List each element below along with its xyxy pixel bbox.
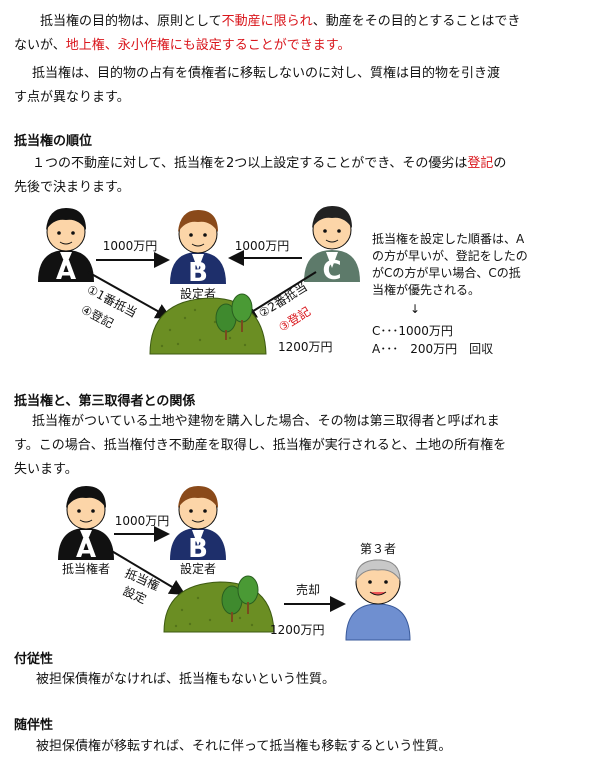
person-a-letter: A [56,256,76,286]
result-a: A･･･ 200万円 回収 [372,342,493,356]
intro-text: ないが、 [14,38,66,53]
intro-highlight: 地上権、永小作権にも設定することができます。 [65,38,351,53]
intro-paragraph-2: 抵当権は、目的物の占有を債権者に移転しないのに対し、質権は目的物を引き渡 す点が… [14,62,604,110]
intro-text: 抵当権は、目的物の占有を債権者に移転しないのに対し、質権は目的物を引き渡 [32,66,501,81]
land-value-1: 1200万円 [278,340,333,354]
person-b-letter: B [188,258,208,288]
intro-text: 、動産をその目的とすることはでき [312,14,521,29]
section-body-accessory: 被担保債権がなければ、抵当権もないという性質。 [14,668,604,692]
arrow-c-to-land [240,271,317,320]
person-b-label: 設定者 [180,286,216,301]
person-a-figure-2 [58,486,114,560]
person-a-figure [38,208,94,282]
body-highlight: 登記 [467,156,494,171]
body-text: 失います。 [14,462,78,477]
body-text: 被担保債権が移転すれば、それに伴って抵当権も移転するという性質。 [36,739,452,754]
third-party-label: 第３者 [360,542,396,556]
body-text: 被担保債権がなければ、抵当権もないという性質。 [36,672,336,687]
person-a-letter-2: A [76,534,96,564]
body-text: の [493,156,507,171]
land-parcel-1 [149,293,267,355]
section-body-ranking: １つの不動産に対して、抵当権を2つ以上設定することができ、その優劣は登記の 先後… [14,152,604,200]
person-c-figure [304,206,360,282]
arrow-a-to-land-2 [109,549,186,596]
person-b-letter-2: B [188,534,208,564]
priority-note-line: がCの方が早い場合、Cの抵 [372,265,521,280]
section-body-accompaniment: 被担保債権が移転すれば、それに伴って抵当権も移転するという性質。 [14,735,604,759]
person-c-letter: C [322,256,341,286]
person-a-label-2: 抵当権者 [62,561,110,576]
person-b-figure-2 [170,486,226,560]
body-text: 先後で決まります。 [14,180,130,195]
priority-note-line: 当権が優先される。 [372,282,480,297]
sale-label: 売却 [296,582,320,597]
amount-a-to-b-2: 1000万円 [115,514,170,528]
amount-c-to-b: 1000万円 [235,239,290,253]
priority-note-line: 抵当権を設定した順番は、A [372,231,525,246]
arrow-a-to-land [87,271,172,319]
section-heading-accessory: 付従性 [14,652,54,667]
land-parcel-2 [163,575,275,633]
priority-note-line: の方が早いが、登記をしたの [372,248,528,263]
section-heading-ranking: 抵当権の順位 [14,134,93,149]
body-text: す。この場合、抵当権付き不動産を取得し、抵当権が実行されると、土地の所有権を [14,438,507,453]
result-c: C･･･1000万円 [372,324,453,338]
body-text: １つの不動産に対して、抵当権を2つ以上設定することができ、その優劣は [32,156,468,171]
person-b-figure [170,210,226,284]
third-party-figure [345,559,411,641]
amount-a-to-b: 1000万円 [103,239,158,253]
intro-paragraph-1: 抵当権の目的物は、原則として不動産に限られ、動産をその目的とすることはでき ない… [14,10,604,58]
down-arrow: ↓ [410,302,420,316]
section-heading-third-party: 抵当権と、第三取得者との関係 [14,394,196,409]
section-heading-accompaniment: 随伴性 [14,718,54,733]
section-body-third-party: 抵当権がついている土地や建物を購入した場合、その物は第三取得者と呼ばれま す。こ… [14,410,604,482]
land-value-2: 1200万円 [270,623,325,637]
intro-text: す点が異なります。 [14,90,130,105]
intro-text: 抵当権の目的物は、原則として [40,14,222,29]
body-text: 抵当権がついている土地や建物を購入した場合、その物は第三取得者と呼ばれま [32,414,500,429]
intro-highlight: 不動産に限られ [221,14,313,29]
person-b-label-2: 設定者 [180,561,216,576]
